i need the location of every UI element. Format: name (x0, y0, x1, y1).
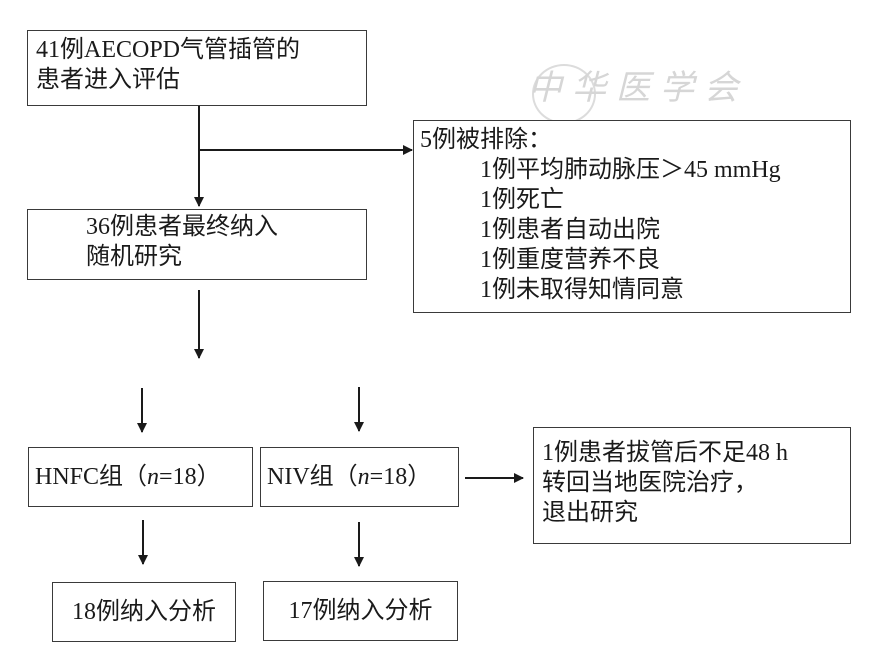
randomized-line-2: 随机研究 (86, 244, 182, 270)
assessed-box: 41例AECOPD气管插管的 患者进入评估 (27, 30, 367, 106)
hnfc-group-label: HNFC组（n=18） (35, 464, 221, 490)
watermark-text: 中华医学会 (528, 70, 748, 107)
excluded-item: 1例平均肺动脉压＞45 mmHg (480, 157, 781, 183)
excluded-box: 5例被排除： 1例平均肺动脉压＞45 mmHg 1例死亡 1例患者自动出院 1例… (413, 120, 851, 313)
niv-group-label: NIV组（n=18） (267, 464, 432, 490)
excluded-title: 5例被排除： (420, 127, 552, 153)
excluded-item: 1例未取得知情同意 (480, 277, 684, 303)
excluded-item: 1例患者自动出院 (480, 217, 660, 243)
niv-analysis-label: 17例纳入分析 (288, 598, 433, 624)
assessed-line-1: 41例AECOPD气管插管的 (36, 37, 301, 63)
assessed-line-2: 患者进入评估 (36, 67, 180, 93)
randomized-box: 36例患者最终纳入 随机研究 (27, 209, 367, 280)
niv-group-box: NIV组（n=18） (260, 447, 459, 507)
excluded-item: 1例死亡 (480, 187, 564, 213)
hnfc-group-box: HNFC组（n=18） (28, 447, 253, 507)
hnfc-analysis-label: 18例纳入分析 (72, 599, 216, 625)
withdrawn-line-1: 1例患者拔管后不足48 h (542, 440, 788, 466)
withdrawn-line-2: 转回当地医院治疗， (542, 470, 758, 496)
withdrawn-box: 1例患者拔管后不足48 h 转回当地医院治疗， 退出研究 (533, 427, 851, 544)
randomized-line-1: 36例患者最终纳入 (86, 214, 278, 240)
niv-analysis-box: 17例纳入分析 (263, 581, 458, 641)
excluded-item: 1例重度营养不良 (480, 247, 660, 273)
withdrawn-line-3: 退出研究 (542, 500, 638, 526)
hnfc-analysis-box: 18例纳入分析 (52, 582, 236, 642)
